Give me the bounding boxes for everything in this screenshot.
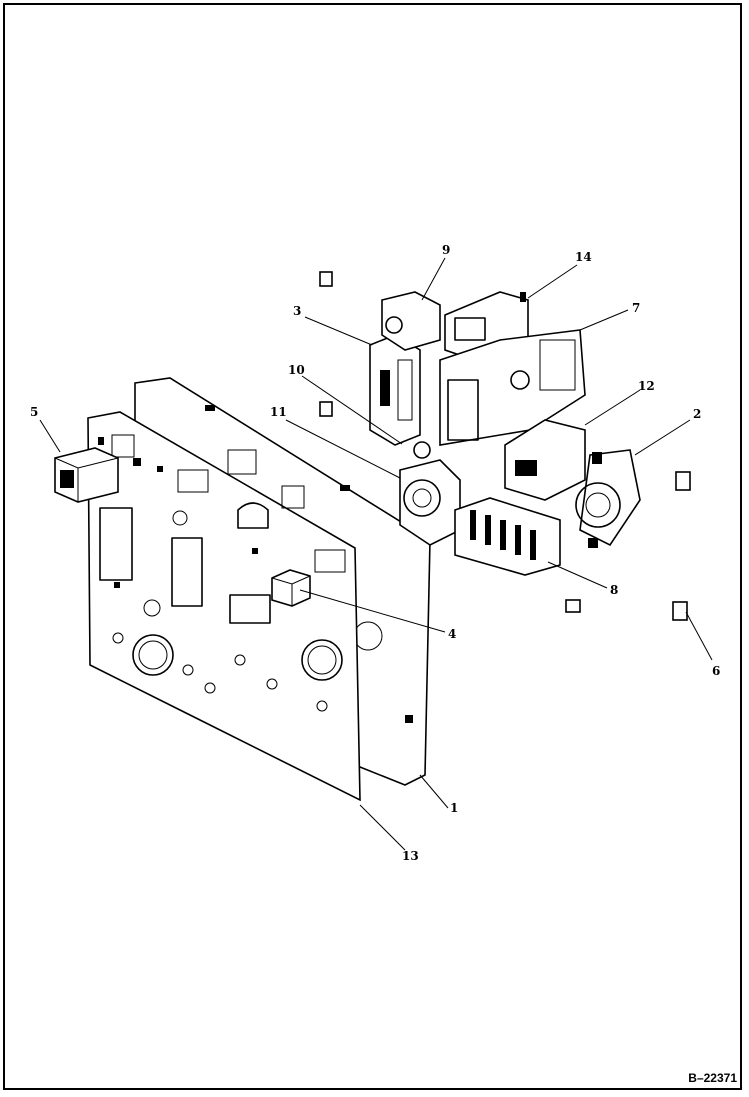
fuse-block-8 xyxy=(454,497,561,576)
callout-1: 1 xyxy=(450,801,458,815)
relay-9 xyxy=(381,291,441,351)
callout-12: 12 xyxy=(638,379,655,393)
callout-4: 4 xyxy=(448,627,456,641)
relay-7-block xyxy=(439,329,586,446)
switch-4 xyxy=(271,569,311,607)
callout-8: 8 xyxy=(610,583,618,597)
buzzer-12 xyxy=(504,419,586,501)
front-panel xyxy=(87,411,361,802)
callout-13: 13 xyxy=(402,849,419,863)
callout-11: 11 xyxy=(270,405,287,419)
callout-2: 2 xyxy=(693,407,701,421)
figure-number: B–22371 xyxy=(688,1071,737,1085)
clip-nuts xyxy=(319,271,691,621)
relay-3 xyxy=(369,334,421,446)
callout-7: 7 xyxy=(632,301,640,315)
connector-block-5 xyxy=(54,447,119,503)
callout-5: 5 xyxy=(30,405,38,419)
page-frame xyxy=(3,3,742,1090)
callout-10: 10 xyxy=(288,363,305,377)
leader-lines xyxy=(39,257,713,851)
callout-14: 14 xyxy=(575,250,592,264)
callout-3: 3 xyxy=(293,304,301,318)
key-switch-11 xyxy=(399,441,461,546)
key-switch-2 xyxy=(575,449,641,548)
callout-9: 9 xyxy=(442,243,450,257)
callout-6: 6 xyxy=(712,664,720,678)
callout-labels: 5 3 9 14 7 12 2 10 11 8 4 6 1 13 xyxy=(30,243,720,863)
